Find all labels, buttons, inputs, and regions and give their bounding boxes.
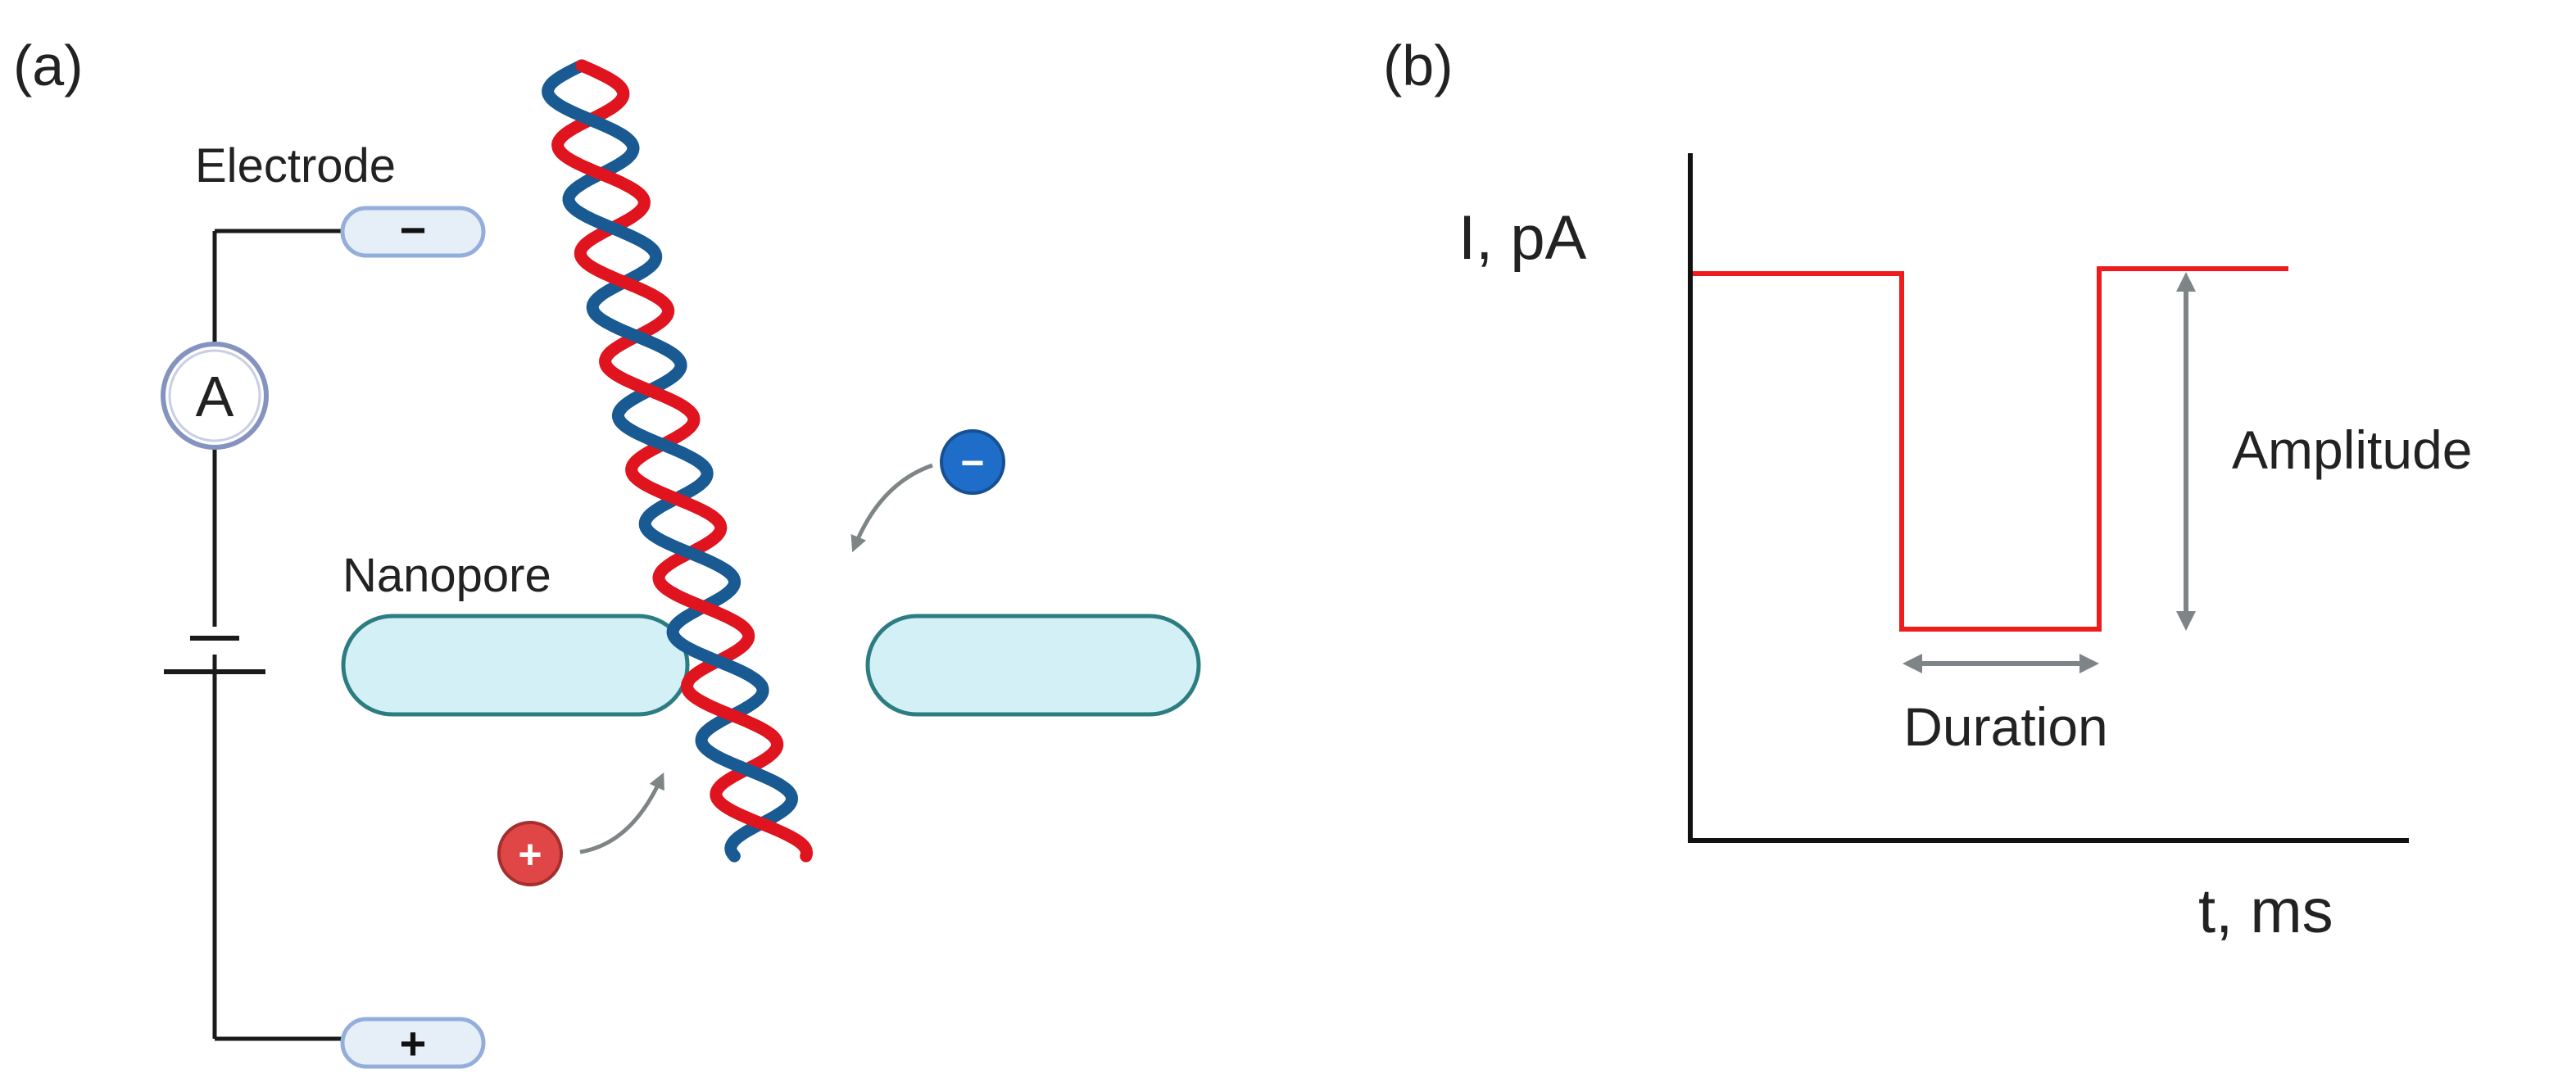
panel-b: (b) I, pA t, ms Amplitude Duration	[1383, 34, 2473, 946]
electrode-top: −	[340, 204, 486, 258]
dna-strand-blue-front	[725, 845, 741, 863]
dna-strand-front-segments	[542, 59, 813, 863]
membrane-left	[341, 614, 690, 717]
dna-strand-red-front	[653, 575, 755, 639]
panel-a: (a) A Electrode − + Nanopore	[13, 34, 1201, 1069]
electrode-bottom-sign: +	[400, 1017, 427, 1069]
anion-motion-arrow	[850, 463, 933, 553]
anion-icon: −	[940, 429, 1005, 495]
dna-strand-red-front	[599, 357, 701, 424]
electrode-label: Electrode	[195, 139, 396, 193]
dna-strand-blue-front	[696, 737, 797, 801]
electrode-bottom: +	[340, 1017, 486, 1069]
anion-sign: −	[960, 440, 984, 486]
dna-strand-red-front	[682, 683, 783, 748]
y-axis-label: I, pA	[1458, 203, 1587, 273]
dna-strand-blue-front	[542, 87, 640, 153]
cation-icon: +	[497, 821, 563, 886]
ammeter-symbol: A	[196, 365, 234, 428]
dna-strand-blue	[542, 59, 799, 863]
dna-double-helix	[542, 59, 814, 863]
dna-strand-red-front	[574, 249, 674, 315]
nanopore-label: Nanopore	[342, 549, 551, 602]
dna-strand-blue-front	[587, 304, 687, 369]
dna-strand-red-front	[552, 142, 651, 206]
dna-strand-red-front	[710, 791, 813, 857]
panel-b-label: (b)	[1383, 34, 1454, 97]
dna-strand-red-front	[575, 59, 629, 97]
dna-strand-blue-front	[639, 519, 741, 586]
duration-label: Duration	[1903, 696, 2107, 757]
panel-a-label: (a)	[13, 34, 84, 97]
dna-strand-blue-front	[613, 413, 714, 478]
electrode-top-sign: −	[400, 204, 427, 256]
dna-strand-red-front	[625, 466, 727, 531]
dna-strand-blue-front	[667, 628, 769, 695]
x-axis-label: t, ms	[2198, 877, 2333, 946]
amplitude-label: Amplitude	[2232, 419, 2473, 480]
current-trace	[1693, 266, 2288, 632]
cation-sign: +	[518, 831, 542, 877]
ammeter: A	[161, 342, 269, 450]
dna-strand-blue-front	[563, 196, 662, 260]
signal-axes	[1688, 153, 2409, 843]
battery-symbol	[164, 627, 265, 680]
cation-motion-arrow	[579, 772, 664, 854]
membrane-right	[865, 614, 1201, 717]
